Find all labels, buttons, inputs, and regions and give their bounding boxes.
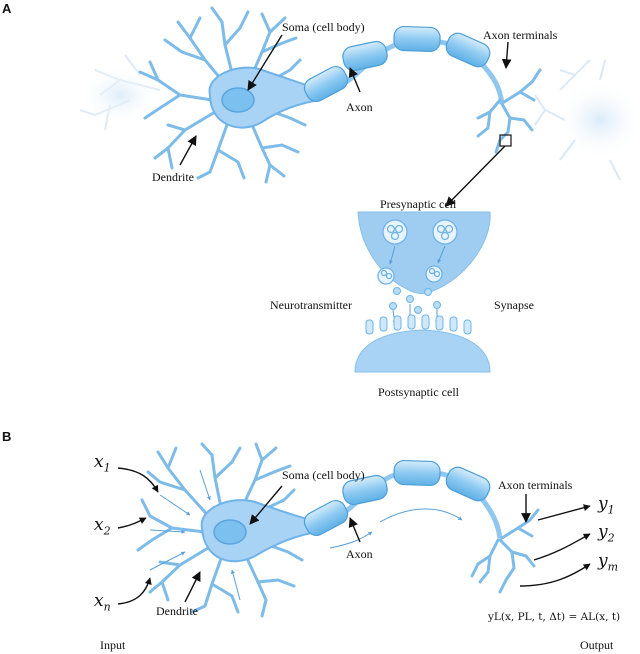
label-soma-b: Soma (cell body) [282, 468, 365, 482]
nucleus-b [213, 519, 247, 545]
axon-signal-arrows [329, 508, 463, 549]
neurotransmitter-molecules [389, 287, 441, 314]
dendrites-b [136, 442, 304, 618]
panel-a-arrows [179, 34, 512, 207]
ghost-cell-right [534, 59, 640, 181]
synapse-inset [354, 211, 491, 373]
label-axon-terminals-b: Axon terminals [498, 478, 573, 492]
output-y1: y1 [598, 494, 615, 517]
panel-b-letter: B [2, 429, 12, 444]
output-formula: yL(x, PL, t, Δt) = AL(x, t) [488, 611, 621, 623]
label-output: Output [580, 638, 614, 652]
input-xn: xn [94, 591, 111, 614]
presynaptic-terminal [357, 211, 491, 295]
label-dendrite-b: Dendrite [156, 604, 198, 618]
myelin-sheaths [303, 25, 491, 102]
myelin-sheaths-b [303, 459, 491, 536]
nucleus [221, 87, 255, 113]
label-axon-a: Axon [346, 100, 373, 114]
axon-terminals-b [470, 508, 540, 594]
input-x2: x2 [94, 515, 111, 538]
panel-a-neuron [79, 6, 640, 184]
vesicle-arrows [389, 245, 446, 265]
output-ym: ym [598, 551, 619, 574]
label-axon-b: Axon [346, 547, 373, 561]
label-axon-terminals-a: Axon terminals [483, 28, 558, 42]
panel-b-neuron [136, 442, 540, 618]
output-y2: y2 [598, 522, 615, 545]
ghost-dendrites-left [79, 54, 161, 131]
label-input: Input [100, 638, 126, 652]
label-synapse: Synapse [494, 298, 534, 312]
label-neurotransmitter: Neurotransmitter [270, 298, 352, 312]
label-dendrite-a: Dendrite [152, 170, 194, 184]
label-postsynaptic: Postsynaptic cell [378, 385, 459, 399]
dendrites-a [138, 6, 307, 184]
label-soma-a: Soma (cell body) [282, 20, 365, 34]
label-presynaptic: Presynaptic cell [380, 197, 457, 211]
panel-a-letter: A [2, 1, 12, 16]
receptors [365, 314, 472, 335]
postsynaptic-membrane [354, 329, 491, 373]
input-flow-arrows [149, 469, 241, 601]
axon-terminals-a [476, 68, 542, 154]
input-x1: x1 [94, 452, 111, 475]
vesicles [377, 219, 458, 285]
zoom-box [499, 134, 512, 147]
panel-b-arrows [117, 467, 591, 605]
